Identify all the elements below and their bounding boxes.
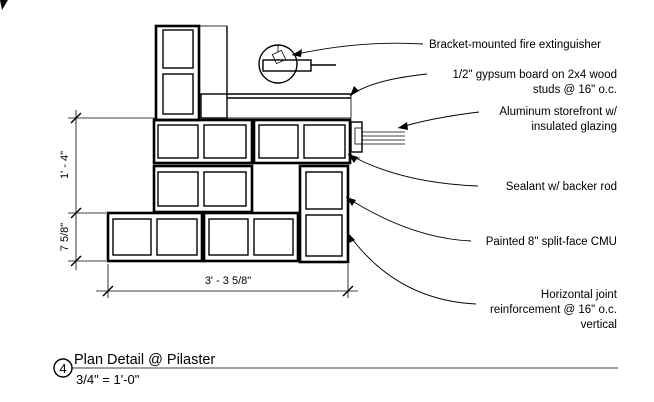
detail-title: Plan Detail @ Pilaster bbox=[74, 352, 215, 368]
leader-lines bbox=[291, 42, 480, 305]
dimension-lines bbox=[68, 110, 358, 298]
title-block bbox=[53, 358, 618, 378]
label-joint-line2: reinforcement @ 16" o.c. bbox=[490, 304, 617, 316]
label-gypsum-line2: studs @ 16" o.c. bbox=[533, 84, 617, 96]
dimension-horizontal: 3' - 3 5/8" bbox=[205, 275, 251, 287]
label-sealant: Sealant w/ backer rod bbox=[506, 181, 617, 193]
label-storefront-line2: insulated glazing bbox=[531, 121, 617, 133]
dimension-lower-vertical: 7 5/8" bbox=[59, 223, 71, 251]
label-storefront-line1: Aluminum storefront w/ bbox=[499, 106, 617, 118]
detail-scale: 3/4" = 1'-0" bbox=[76, 372, 140, 387]
detail-number: 4 bbox=[59, 361, 66, 376]
dimension-upper-vertical: 1' - 4" bbox=[59, 151, 71, 179]
label-joint-line3: vertical bbox=[581, 319, 617, 331]
label-extinguisher: Bracket-mounted fire extinguisher bbox=[429, 39, 601, 51]
cmu-wall bbox=[106, 24, 352, 264]
label-joint-line1: Horizontal joint bbox=[541, 289, 618, 301]
fire-extinguisher-icon bbox=[258, 44, 336, 84]
corner-mark bbox=[0, 0, 8, 10]
label-gypsum-line1: 1/2" gypsum board on 2x4 wood bbox=[452, 69, 617, 81]
storefront-frame bbox=[348, 121, 405, 159]
label-cmu: Painted 8" split-face CMU bbox=[486, 236, 617, 248]
